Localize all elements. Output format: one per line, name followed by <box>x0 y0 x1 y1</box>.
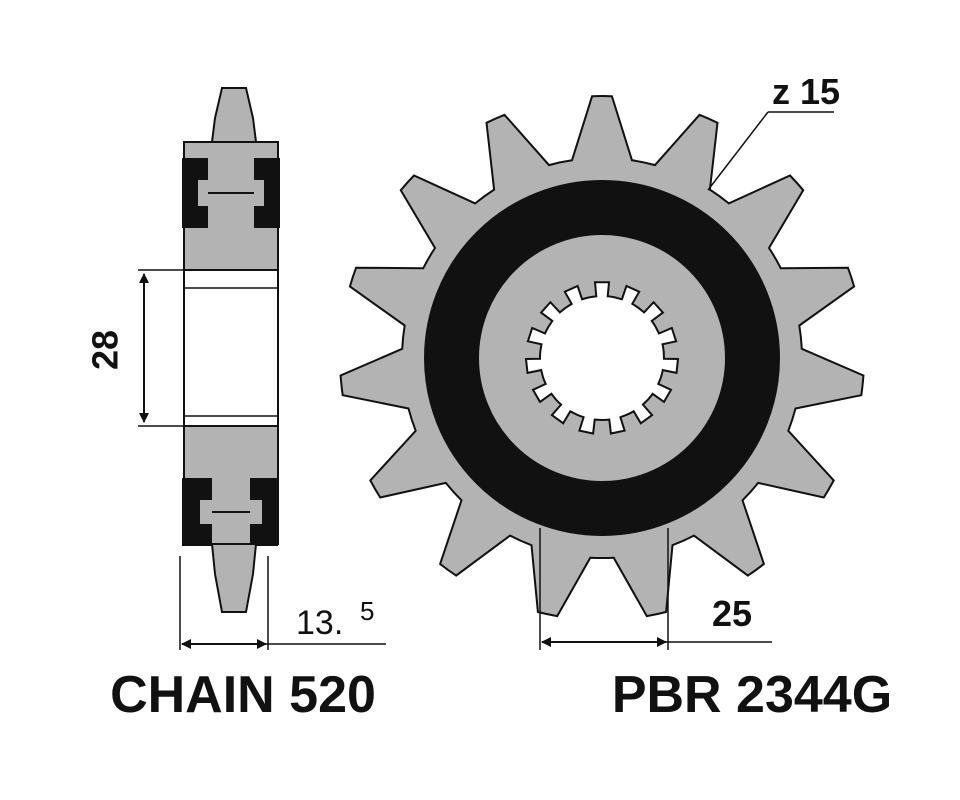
side-lower-flange-right <box>250 478 278 546</box>
sprocket-ring <box>425 181 779 535</box>
dim-13-label: 13. <box>296 604 343 642</box>
dim-25-label: 25 <box>712 593 752 634</box>
spline-bore <box>524 281 680 435</box>
part-number-label: PBR 2344G <box>612 666 892 724</box>
sprocket-ring-outer-edge <box>424 180 780 536</box>
side-lower-flange-left <box>182 478 212 546</box>
teeth-count-label: z 15 <box>772 71 840 112</box>
z-leader-diagonal <box>707 111 769 191</box>
front-view: 25 z 15 <box>339 71 865 650</box>
side-hub <box>183 269 279 427</box>
side-upper-flange-right <box>254 158 280 228</box>
dim-13-label-sup: 5 <box>360 596 374 626</box>
dim-28-label: 28 <box>85 330 126 370</box>
side-tooth-tip-bottom <box>210 543 258 613</box>
side-tooth-tip-top <box>210 87 258 143</box>
chain-label: CHAIN 520 <box>110 666 376 724</box>
side-view: 28 13. 5 <box>85 87 386 650</box>
side-upper-flange-left <box>182 158 208 228</box>
